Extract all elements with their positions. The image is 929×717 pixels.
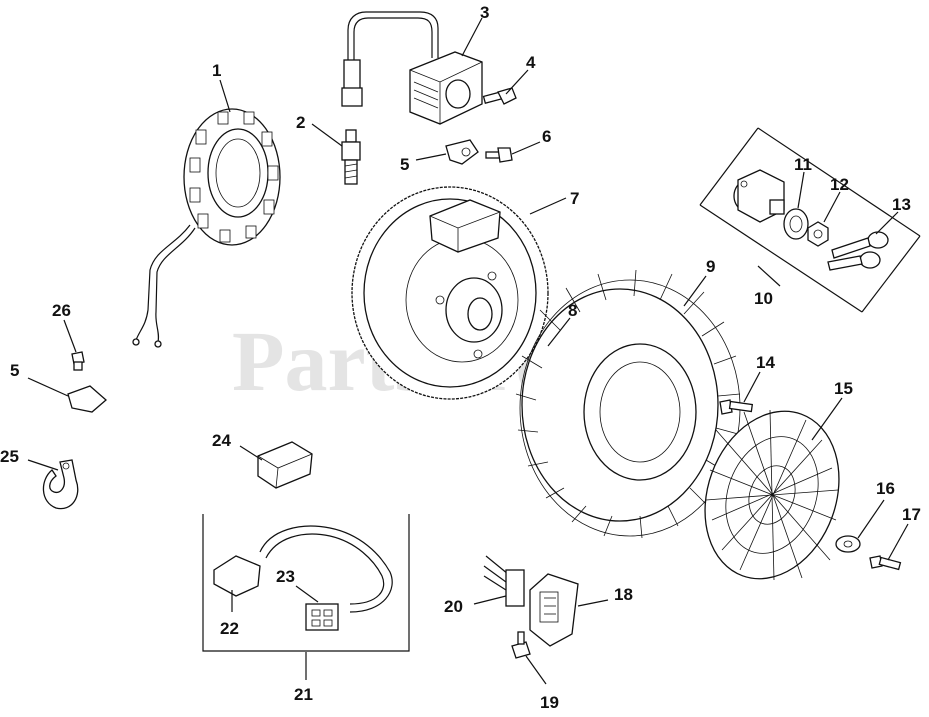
cooling-fan[interactable] [515,269,741,539]
bolt-17[interactable] [869,555,902,571]
callout-4[interactable]: 4 [526,53,536,72]
callout-22[interactable]: 22 [220,619,239,638]
callout-9[interactable]: 9 [706,257,715,276]
callout-10[interactable]: 10 [754,289,773,308]
flywheel[interactable] [351,186,549,400]
callout-1[interactable]: 1 [212,61,221,80]
washer-16[interactable] [835,535,861,553]
grass-screen[interactable] [682,392,861,597]
spark-plug[interactable] [341,129,361,185]
callout-8[interactable]: 8 [568,301,577,320]
lock-washer[interactable] [783,208,809,240]
ignition-module[interactable] [341,11,483,125]
wire-harness[interactable] [213,525,393,631]
callout-18[interactable]: 18 [614,585,633,604]
leader-lines [27,17,909,685]
callout-3[interactable]: 3 [480,3,489,22]
screw-6[interactable] [485,147,513,163]
clip-5-lower[interactable] [67,385,107,413]
callout-labels: 1 2 3 4 5 6 7 8 9 10 11 12 13 14 15 16 1… [0,3,921,712]
callout-24[interactable]: 24 [212,431,231,450]
rectifier-regulator[interactable] [529,573,579,647]
callout-7[interactable]: 7 [570,189,579,208]
callout-21[interactable]: 21 [294,685,313,704]
callout-11[interactable]: 11 [794,155,812,174]
ignition-switch[interactable] [733,169,785,223]
callout-20[interactable]: 20 [444,597,463,616]
wire-harness-box [202,514,410,652]
keys[interactable] [827,231,889,271]
callout-16[interactable]: 16 [876,479,895,498]
screw-26[interactable] [71,351,85,371]
callout-6[interactable]: 6 [542,127,551,146]
clamp-25[interactable] [42,459,79,510]
stator-coil[interactable] [132,108,281,348]
clip-5-upper[interactable] [445,139,479,165]
callout-2[interactable]: 2 [296,113,305,132]
connector-20[interactable] [483,555,525,607]
screw-19[interactable] [511,631,531,659]
callout-5-upper[interactable]: 5 [400,155,409,174]
callout-13[interactable]: 13 [892,195,911,214]
nut[interactable] [807,221,829,247]
connector-cover-24[interactable] [257,441,313,489]
callout-26[interactable]: 26 [52,301,71,320]
ignition-switch-kit-bracket [699,127,921,313]
callout-17[interactable]: 17 [902,505,921,524]
callout-14[interactable]: 14 [756,353,775,372]
callout-12[interactable]: 12 [830,175,849,194]
callout-25[interactable]: 25 [0,447,19,466]
callout-5-lower[interactable]: 5 [10,361,19,380]
callout-15[interactable]: 15 [834,379,853,398]
callout-19[interactable]: 19 [540,693,559,712]
bolt-14[interactable] [719,399,754,415]
callout-23[interactable]: 23 [276,567,295,586]
bolt-4[interactable] [482,87,517,105]
